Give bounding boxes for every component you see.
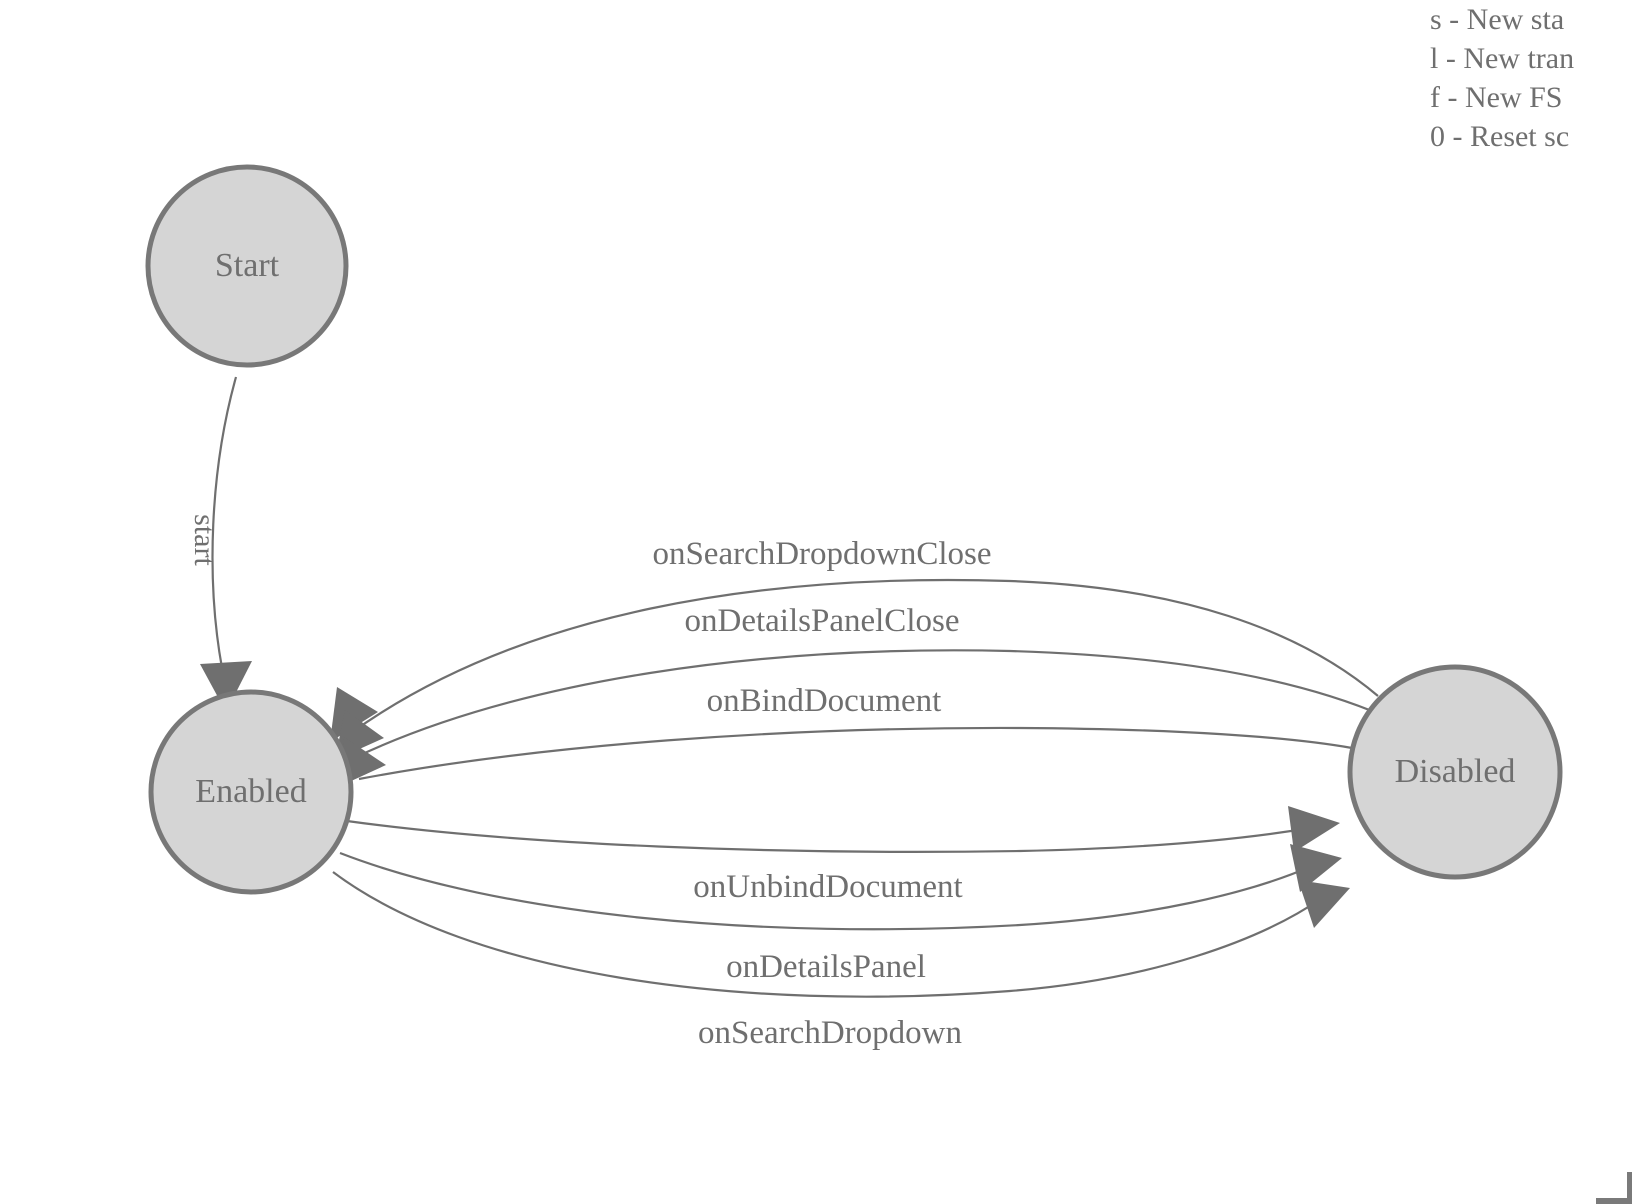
node-start-circle[interactable]	[145, 164, 349, 368]
legend-line-new-state: s - New sta	[1430, 3, 1565, 36]
node-disabled-label: Disabled	[1395, 753, 1516, 790]
node-enabled-circle[interactable]	[148, 689, 354, 895]
transition-label-onsearchdropdown: onSearchDropdown	[698, 1015, 962, 1051]
node-disabled-circle[interactable]	[1347, 664, 1563, 880]
transition-path	[211, 376, 238, 669]
transition-path	[355, 649, 1385, 758]
node-start[interactable]: Start	[145, 164, 349, 368]
horizontal-scrollbar-thumb[interactable]	[1596, 1198, 1628, 1204]
transition-enabled-to-disabled-onunbinddocument[interactable]	[346, 806, 1340, 853]
transition-label-onunbinddocument: onUnbindDocument	[693, 869, 962, 905]
transition-path	[332, 871, 1323, 998]
transition-path	[346, 819, 1311, 853]
transition-path	[358, 726, 1353, 781]
node-enabled[interactable]: Enabled	[148, 689, 354, 895]
arrowhead-icon	[1288, 806, 1340, 852]
transition-label-onbinddocument: onBindDocument	[707, 683, 942, 719]
transition-disabled-to-enabled-onbinddocument[interactable]	[338, 726, 1353, 787]
transition-start-to-enabled[interactable]	[200, 376, 252, 712]
keyboard-shortcuts-legend: s - New sta l - New tran f - New FS 0 - …	[1430, 0, 1632, 156]
node-start-label: Start	[215, 247, 280, 284]
arrowhead-icon	[200, 661, 252, 712]
transition-label-ondetailspanel: onDetailsPanel	[726, 949, 926, 985]
transition-enabled-to-disabled-onsearchdropdown[interactable]	[332, 871, 1350, 998]
node-enabled-label: Enabled	[195, 773, 306, 810]
legend-line-new-transition: l - New tran	[1430, 42, 1575, 75]
transition-path	[339, 851, 1313, 931]
node-disabled[interactable]: Disabled	[1347, 664, 1563, 880]
transition-enabled-to-disabled-ondetailspanel[interactable]	[339, 844, 1342, 931]
legend-line-reset: 0 - Reset sc	[1430, 120, 1570, 153]
arrowhead-icon	[1298, 880, 1350, 928]
legend-line-new-fsm: f - New FS	[1430, 81, 1563, 114]
transition-path	[350, 578, 1379, 734]
transition-label-start: start	[188, 514, 221, 566]
vertical-scrollbar-thumb[interactable]	[1627, 1172, 1632, 1204]
transition-label-onsearchdropdownclose: onSearchDropdownClose	[652, 536, 991, 572]
arrowhead-icon	[1290, 844, 1342, 892]
transition-label-ondetailspanelclose: onDetailsPanelClose	[685, 603, 960, 639]
